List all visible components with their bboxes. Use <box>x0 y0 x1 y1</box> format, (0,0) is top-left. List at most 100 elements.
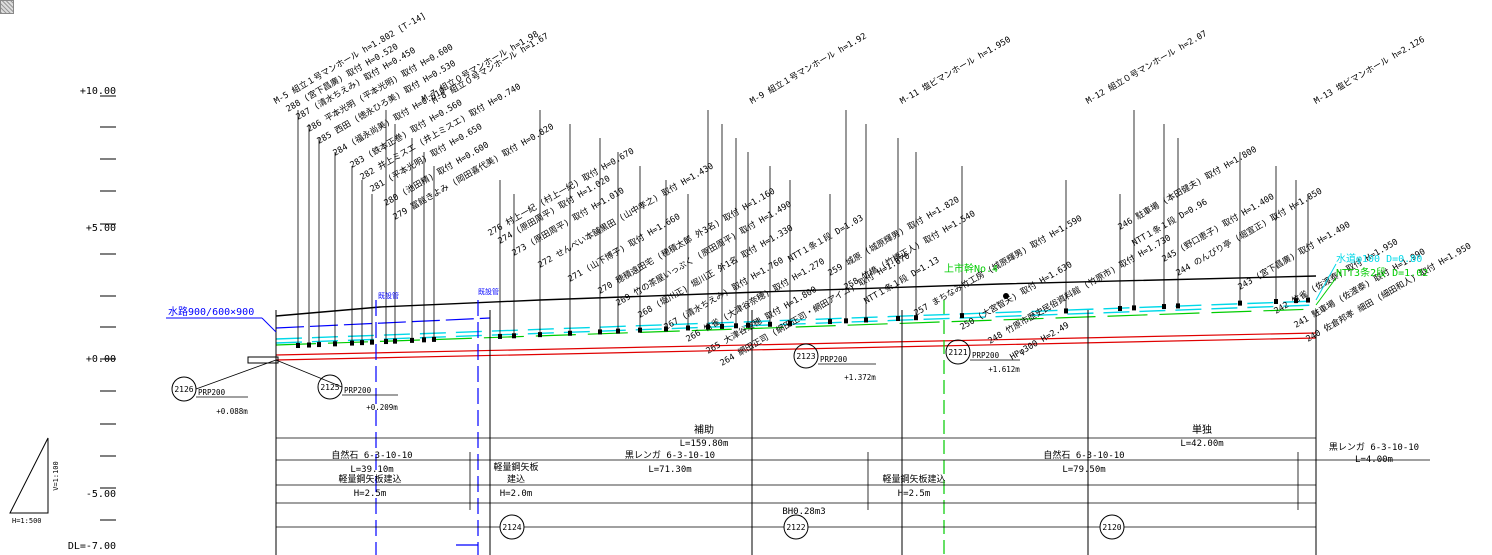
lateral-marker <box>1238 300 1242 306</box>
lateral-marker <box>384 339 388 345</box>
top-label: M-12 組立０号マンホール h=2.07 <box>1084 28 1209 106</box>
manhole-depth: +0.209m <box>366 403 398 412</box>
manhole-leader <box>275 359 343 388</box>
lateral-marker <box>768 321 772 327</box>
existing-pipe <box>275 317 491 329</box>
lateral-marker <box>422 337 426 343</box>
section-len: L=39.10m <box>350 465 393 475</box>
station-id: 2122 <box>786 523 805 532</box>
top-label: 244 のんびり亭 (堀宣正) 取付 H=1.850 <box>1174 186 1324 279</box>
scale-value: +5.00 <box>86 223 116 234</box>
manhole-depth: +1.372m <box>844 373 876 382</box>
section-tandoku-len: L=42.00m <box>1180 439 1223 449</box>
manhole-id: 2125 <box>320 383 339 392</box>
lateral-marker <box>538 332 542 338</box>
water-pipe-label: 水道φ100 D=0.80 <box>1336 252 1422 265</box>
lateral-marker <box>350 340 354 346</box>
top-label: M-9 組立１号マンホール h=1.92 <box>748 31 869 107</box>
manhole-pipe: PRP200 <box>820 355 848 364</box>
manhole-leader <box>195 359 277 390</box>
existing-pipe-label: 既設管 <box>378 291 399 300</box>
scale-value: -5.00 <box>86 489 116 500</box>
section-hojo-len: L=159.80m <box>680 439 729 449</box>
manhole-id: 2126 <box>174 385 193 394</box>
drawing-structure <box>247 110 1430 555</box>
sewer-pipe-upper <box>275 332 1317 356</box>
lateral-marker <box>1118 306 1122 312</box>
lateral-marker <box>432 336 436 342</box>
ntt-leader <box>1315 277 1337 306</box>
scale-value: +10.00 <box>80 86 116 97</box>
water-pipe-line <box>275 300 1317 340</box>
lateral-marker <box>844 318 848 324</box>
tool-grip-icon <box>0 0 14 14</box>
ground-line <box>275 275 1317 317</box>
lateral-marker <box>864 317 868 323</box>
lateral-marker <box>1294 298 1298 304</box>
lateral-marker <box>410 337 414 343</box>
section-hojo: 補助 <box>694 423 714 436</box>
horizontal-scale-note: H=1:500 <box>12 517 42 525</box>
lateral-marker <box>568 330 572 336</box>
station-bubble <box>783 514 809 540</box>
manhole-id: 2123 <box>796 352 815 361</box>
manhole-id: 2121 <box>948 348 967 357</box>
section-label: 自然石 6-3-10-10 <box>331 449 412 461</box>
hp-marker <box>1003 293 1009 299</box>
ntt-pipe-label: NTT3条2段 D=1.02 <box>1336 266 1428 279</box>
section-label: 黒レンガ 6-3-10-10 <box>1329 442 1419 453</box>
sheet-label: 軽量鋼矢板建込 <box>882 473 945 485</box>
manhole-depth: +1.612m <box>988 365 1020 374</box>
lateral-marker <box>734 323 738 329</box>
lateral-marker <box>788 320 792 326</box>
lateral-marker <box>498 333 502 339</box>
station-id: 2124 <box>502 523 521 532</box>
lateral-marker <box>1064 308 1068 314</box>
lateral-marker <box>307 342 311 348</box>
top-label: M-11 塩ビマンホール h=1.950 <box>898 34 1013 107</box>
water-leader <box>1315 263 1337 301</box>
upper-water-label: 上市幹No.4 <box>944 262 998 275</box>
station-id: 2120 <box>1102 523 1121 532</box>
station-bubble <box>499 514 525 540</box>
lateral-marker <box>828 319 832 325</box>
manhole-bubble <box>793 343 819 369</box>
lateral-marker <box>896 316 900 322</box>
manhole-pipe: PRP200 <box>972 351 1000 360</box>
outfall-box <box>247 356 279 364</box>
sheet-label: 軽量鋼矢板 <box>493 461 538 473</box>
lateral-marker <box>720 323 724 329</box>
vertical-scale-note: V=1:100 <box>52 461 60 491</box>
lateral-marker <box>333 341 337 347</box>
lateral-marker <box>1162 304 1166 310</box>
lateral-marker <box>686 325 690 331</box>
sheet-label: 軽量鋼矢板建込 <box>338 473 401 485</box>
station-bubble <box>1099 514 1125 540</box>
section-len: L=79.50m <box>1062 465 1105 475</box>
existing-pipe-label: 既設管 <box>478 287 499 296</box>
section-label: 黒レンガ 6-3-10-10 <box>625 450 715 461</box>
manhole-bubble <box>945 339 971 365</box>
ntt-pipe-line <box>275 308 1317 346</box>
canal-label: 水路900/600×900 <box>168 305 254 318</box>
lateral-marker <box>1274 299 1278 304</box>
lateral-marker <box>1306 297 1310 303</box>
lateral-marker <box>914 315 918 321</box>
water-pipe-line-2 <box>275 304 1317 344</box>
lateral-marker <box>370 339 374 345</box>
top-label: 248 竹原市歴史民俗資料館 (竹原市) 取付 H=1.730 <box>986 232 1173 346</box>
scale-value: DL=-7.00 <box>68 541 116 552</box>
sheet-height: H=2.0m <box>500 489 533 499</box>
lateral-marker <box>616 328 620 334</box>
lateral-marker <box>746 322 750 328</box>
manhole-pipe: PRP200 <box>198 388 226 397</box>
top-label: M-13 塩ビマンホール h=2.126 <box>1312 34 1427 107</box>
lateral-marker <box>360 340 364 346</box>
scale-value: +0.00 <box>86 354 116 365</box>
manhole-depth: +0.088m <box>216 407 248 416</box>
lateral-marker <box>296 343 300 349</box>
sheet-label: 建込 <box>507 473 525 485</box>
lateral-marker <box>664 326 668 332</box>
